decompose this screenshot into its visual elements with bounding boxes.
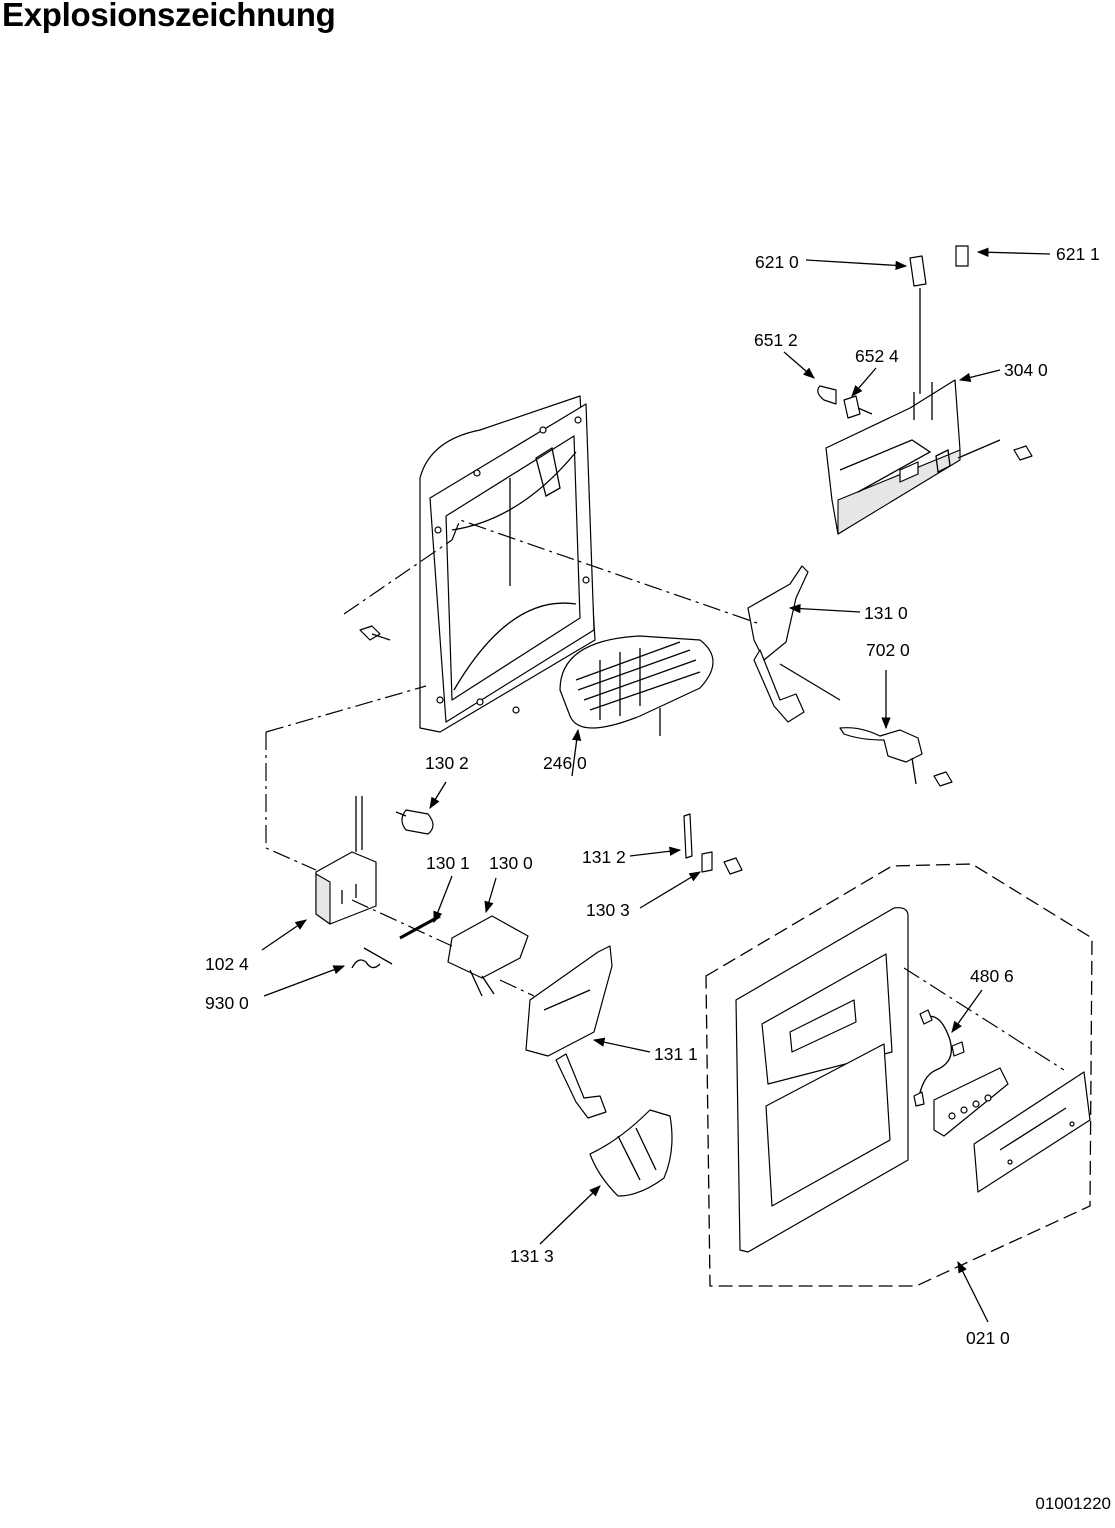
front-panel-part-0210 bbox=[735, 907, 909, 1253]
part-6211-box bbox=[955, 245, 969, 267]
part-label-6211: 621 1 bbox=[1056, 244, 1100, 264]
cup-part-1313 bbox=[589, 1109, 673, 1197]
part-label-1312: 131 2 bbox=[582, 847, 626, 867]
leader-line bbox=[451, 519, 761, 625]
rod-part-1301 bbox=[399, 914, 441, 940]
callout-arrow bbox=[851, 367, 877, 397]
bracket-part-7020 bbox=[839, 727, 953, 787]
part-label-1313: 131 3 bbox=[510, 1246, 554, 1266]
callout-arrow bbox=[639, 871, 702, 909]
callout-arrow bbox=[783, 351, 815, 379]
clip-part-1312 bbox=[683, 813, 743, 875]
part-label-1302: 130 2 bbox=[425, 753, 469, 773]
document-number: 01001220 bbox=[1035, 1494, 1111, 1513]
part-label-7020: 702 0 bbox=[866, 640, 910, 660]
part-label-1301: 130 1 bbox=[426, 853, 470, 873]
front-panel-group-outline bbox=[705, 863, 1093, 1287]
callout-arrow bbox=[788, 603, 861, 614]
part-label-4806: 480 6 bbox=[970, 966, 1014, 986]
motor-assembly-part-1024 bbox=[315, 796, 377, 925]
part-label-6512: 651 2 bbox=[754, 330, 798, 350]
part-label-0210: 021 0 bbox=[966, 1328, 1010, 1348]
callout-arrow bbox=[629, 846, 682, 857]
part-label-3040: 304 0 bbox=[1004, 360, 1048, 380]
leader-line bbox=[903, 967, 1065, 1071]
module-part-3040 bbox=[825, 379, 1033, 535]
socket-part-6524 bbox=[843, 395, 873, 419]
screw-part bbox=[359, 625, 391, 641]
front-bezel-part bbox=[973, 1071, 1091, 1193]
callout-arrow bbox=[976, 247, 1051, 257]
dispenser-housing-part bbox=[419, 395, 596, 733]
switch-part-6210 bbox=[909, 255, 927, 394]
callout-arrow bbox=[261, 919, 307, 951]
callout-arrow bbox=[263, 965, 346, 997]
part-label-1310: 131 0 bbox=[864, 603, 908, 623]
leader-line bbox=[343, 539, 453, 615]
part-label-2460: 246 0 bbox=[543, 753, 587, 773]
leader-line bbox=[351, 899, 453, 947]
control-board-part bbox=[933, 1067, 1009, 1137]
leader-line bbox=[499, 979, 535, 997]
chute-lever-part-1311 bbox=[525, 945, 613, 1119]
part-label-1300: 130 0 bbox=[489, 853, 533, 873]
callout-arrow bbox=[805, 259, 908, 271]
callout-arrow bbox=[429, 781, 447, 809]
callout-arrow bbox=[951, 989, 983, 1033]
motor-part-1302 bbox=[395, 809, 434, 835]
grille-part-2460 bbox=[559, 635, 714, 736]
part-label-6524: 652 4 bbox=[855, 346, 899, 366]
lamp-part-6512 bbox=[817, 385, 837, 405]
callout-arrow bbox=[484, 877, 497, 914]
part-label-1024: 102 4 bbox=[205, 954, 249, 974]
leader-line bbox=[265, 685, 427, 733]
solenoid-part-1300 bbox=[447, 915, 529, 997]
leader-line bbox=[265, 732, 317, 871]
callout-arrow bbox=[433, 875, 453, 924]
callout-arrow bbox=[571, 728, 582, 777]
wire-harness-part-4806 bbox=[913, 1009, 965, 1107]
callout-arrow bbox=[592, 1037, 651, 1053]
part-label-1311: 131 1 bbox=[654, 1044, 698, 1064]
part-label-6210: 621 0 bbox=[755, 252, 799, 272]
page-title: Explosionszeichnung bbox=[2, 0, 336, 33]
spring-part-9300 bbox=[351, 947, 393, 969]
part-label-1303: 130 3 bbox=[586, 900, 630, 920]
callout-arrow bbox=[539, 1185, 601, 1245]
part-label-9300: 930 0 bbox=[205, 993, 249, 1013]
callout-arrow bbox=[958, 369, 1001, 382]
callout-arrow bbox=[957, 1260, 989, 1323]
lever-part-1310 bbox=[747, 565, 841, 723]
